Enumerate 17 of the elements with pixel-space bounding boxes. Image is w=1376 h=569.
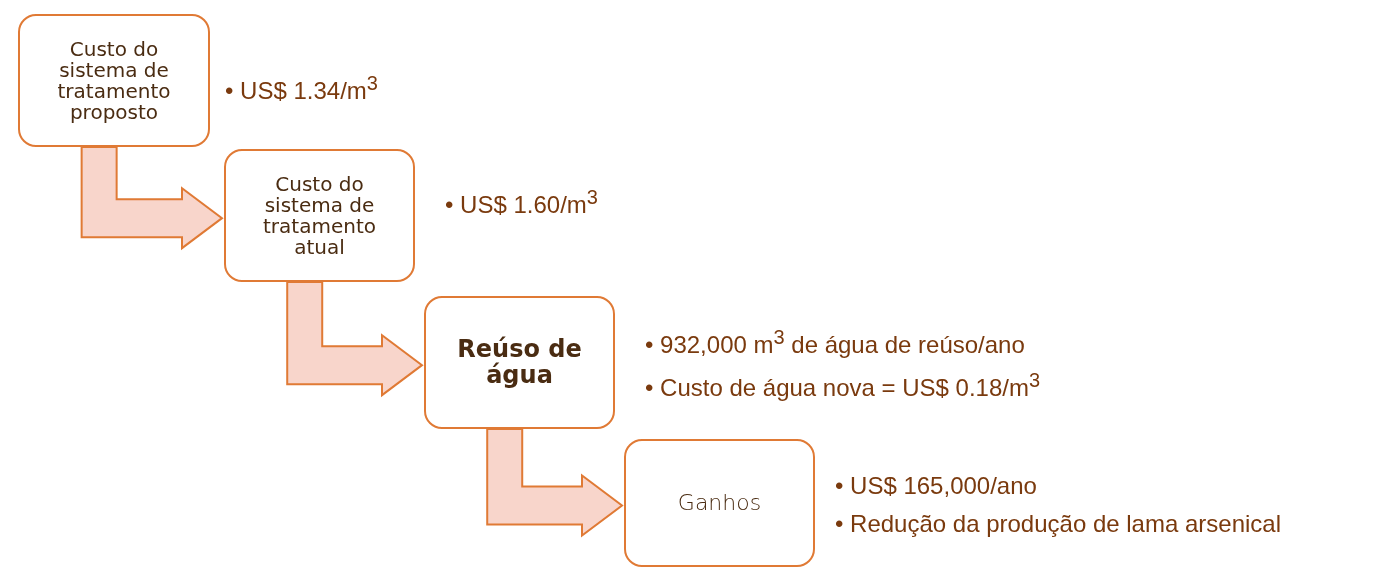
rounded-box <box>624 439 815 567</box>
bullet-note: • US$ 165,000/ano <box>835 472 1038 500</box>
block-arrow <box>80 146 224 251</box>
bullet-note: • Custo de água nova = US$ 0.18/m$^{3}$ <box>645 369 1041 402</box>
bullet-note: • Redução da produção de lama arsenical <box>835 510 1281 538</box>
bullet-note: • US$ 1.60/m$^{3}$ <box>445 186 598 219</box>
box-label: Ganhos <box>677 491 762 515</box>
rounded-box <box>18 14 210 147</box>
rounded-box <box>224 149 415 282</box>
box-label: Custo do sistema de tratamento atual <box>262 173 377 258</box>
box-label: Custo do sistema de tratamento proposto <box>56 38 172 123</box>
box-label: Reúso de água <box>456 337 583 388</box>
bullet-note: • US$ 1.34/m$^{3}$ <box>225 72 378 105</box>
block-arrow <box>286 281 424 398</box>
bullet-note: • 932,000 m$^{3}$ de água de reúso/ano <box>645 326 1026 359</box>
block-arrow <box>486 428 624 538</box>
rounded-box <box>424 296 615 429</box>
